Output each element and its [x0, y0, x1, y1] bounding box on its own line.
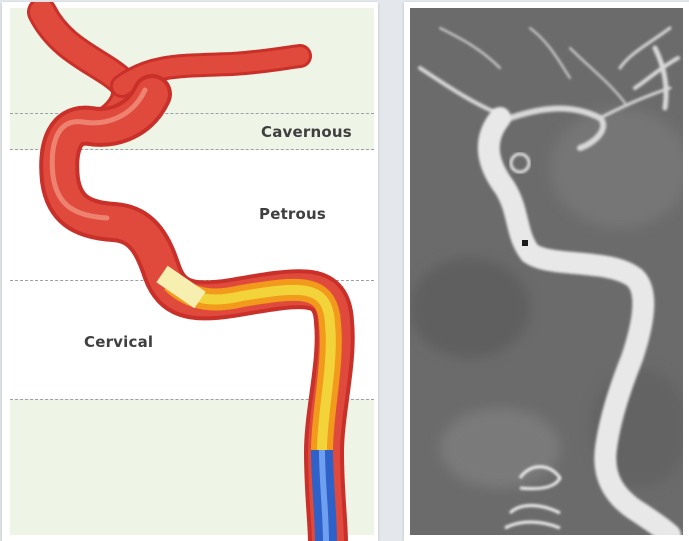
branch-vessel-fill — [42, 12, 126, 120]
region-label-cervical: Cervical — [84, 333, 153, 351]
artery-illustration — [2, 2, 378, 541]
angiogram-image — [410, 8, 683, 535]
region-label-cavernous: Cavernous — [261, 123, 352, 141]
ica-trunk — [59, 94, 334, 541]
diagram-panel: Cavernous Petrous Cervical — [2, 2, 378, 541]
angiogram-panel — [404, 2, 689, 541]
region-label-petrous: Petrous — [259, 205, 326, 223]
